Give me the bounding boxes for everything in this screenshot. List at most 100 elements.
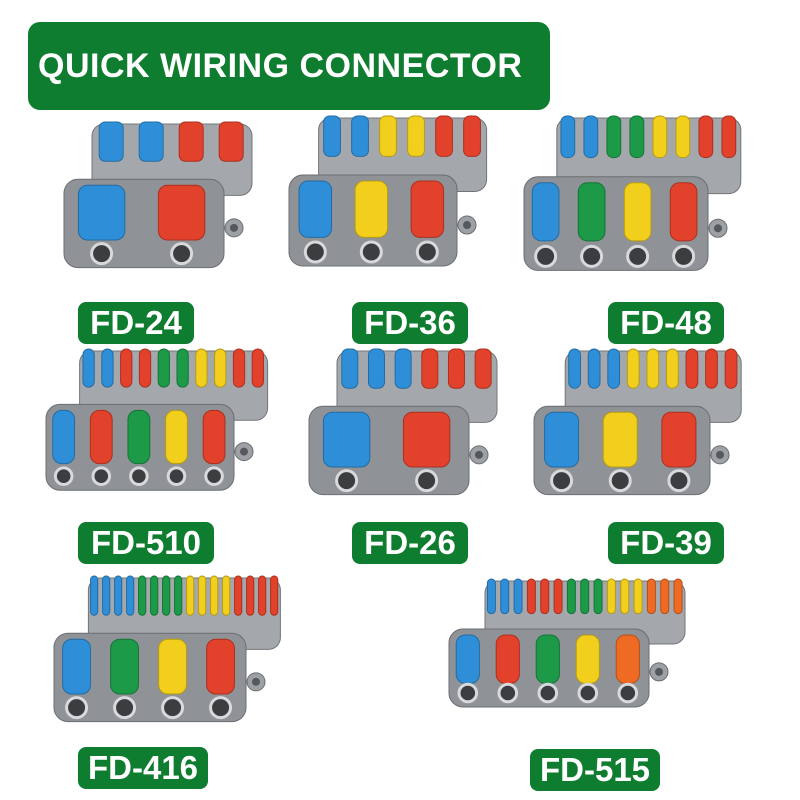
wire-hole: [53, 466, 74, 486]
output-lever: [234, 575, 243, 616]
input-lever: [402, 411, 451, 468]
output-lever: [652, 115, 668, 159]
wire-hole: [161, 696, 185, 720]
output-lever: [435, 115, 453, 157]
wire-hole: [204, 466, 224, 486]
connector-fd-24: [60, 118, 260, 288]
output-lever: [102, 575, 111, 616]
input-housing: [53, 632, 247, 723]
connector-image: [288, 115, 488, 267]
input-lever: [410, 180, 445, 238]
output-lever: [367, 348, 385, 389]
output-lever: [513, 578, 523, 615]
input-lever: [531, 182, 560, 242]
input-lever: [89, 409, 113, 465]
output-lever: [379, 115, 397, 157]
wire-hole: [303, 240, 327, 264]
output-lever: [568, 348, 581, 389]
output-lever: [195, 348, 208, 388]
wire-hole: [608, 469, 632, 493]
input-lever: [52, 409, 76, 465]
wire-hole: [90, 242, 114, 266]
connector-image: [308, 348, 498, 496]
output-lever: [724, 348, 738, 389]
model-label: FD-48: [608, 302, 724, 344]
output-lever: [246, 575, 255, 616]
output-lever: [606, 115, 622, 159]
mounting-hole: [252, 677, 260, 686]
output-lever: [120, 348, 133, 388]
output-lever: [566, 578, 576, 615]
output-lever: [198, 575, 207, 616]
output-lever: [607, 348, 621, 389]
output-lever: [500, 578, 510, 615]
model-label: FD-36: [352, 302, 468, 344]
output-lever: [721, 115, 737, 159]
output-lever: [162, 575, 171, 616]
output-lever: [351, 115, 369, 157]
wire-hole: [166, 466, 187, 486]
output-lever: [218, 121, 244, 162]
output-lever: [540, 578, 550, 615]
model-label: FD-39: [608, 522, 724, 564]
output-lever: [486, 578, 496, 615]
wire-hole: [617, 682, 639, 704]
output-lever: [463, 115, 481, 157]
output-lever: [646, 578, 656, 615]
input-lever: [157, 184, 206, 241]
input-lever: [615, 634, 640, 684]
output-lever: [580, 578, 590, 615]
connector-fd-36: [285, 112, 495, 287]
wire-hole: [170, 242, 194, 266]
output-lever: [394, 348, 412, 389]
output-lever: [258, 575, 267, 616]
input-lever: [202, 409, 226, 465]
wire-hole: [113, 696, 137, 720]
output-lever: [138, 121, 164, 162]
connector-fd-515: [445, 575, 695, 725]
output-lever: [157, 348, 170, 388]
wire-hole: [129, 466, 149, 486]
wire-hole: [497, 682, 519, 704]
output-lever: [214, 348, 227, 388]
input-housing: [523, 176, 709, 271]
connector-image: [523, 115, 742, 271]
output-lever: [101, 348, 114, 388]
input-lever: [455, 634, 480, 684]
output-lever: [474, 348, 492, 389]
output-lever: [705, 348, 718, 389]
wire-hole: [534, 244, 558, 268]
mounting-hole: [240, 447, 248, 456]
output-lever: [606, 578, 616, 615]
output-lever: [341, 348, 359, 389]
input-lever: [354, 180, 389, 238]
wire-hole: [667, 469, 691, 493]
input-lever: [77, 184, 126, 241]
output-lever: [665, 348, 679, 389]
connector-fd-510: [42, 345, 277, 510]
input-lever: [298, 180, 333, 238]
title-banner: QUICK WIRING CONNECTOR: [28, 22, 550, 110]
output-lever: [526, 578, 536, 615]
output-lever: [82, 348, 95, 388]
connector-image: [63, 121, 253, 269]
connector-image: [45, 348, 269, 491]
output-lever: [633, 578, 643, 615]
mounting-hole: [655, 667, 663, 676]
output-lever: [98, 121, 124, 162]
mounting-hole: [714, 224, 722, 233]
mounting-hole: [463, 221, 471, 230]
wire-hole: [359, 240, 383, 264]
output-lever: [629, 115, 645, 159]
wire-hole: [415, 240, 439, 264]
input-lever: [206, 638, 235, 695]
wire-hole: [580, 244, 604, 268]
wire-hole: [415, 469, 439, 493]
connector-image: [448, 578, 686, 708]
output-lever: [176, 348, 189, 388]
connector-fd-416: [50, 572, 290, 742]
input-lever: [623, 182, 652, 242]
output-lever: [593, 578, 603, 615]
output-lever: [646, 348, 660, 389]
input-lever: [661, 411, 697, 468]
